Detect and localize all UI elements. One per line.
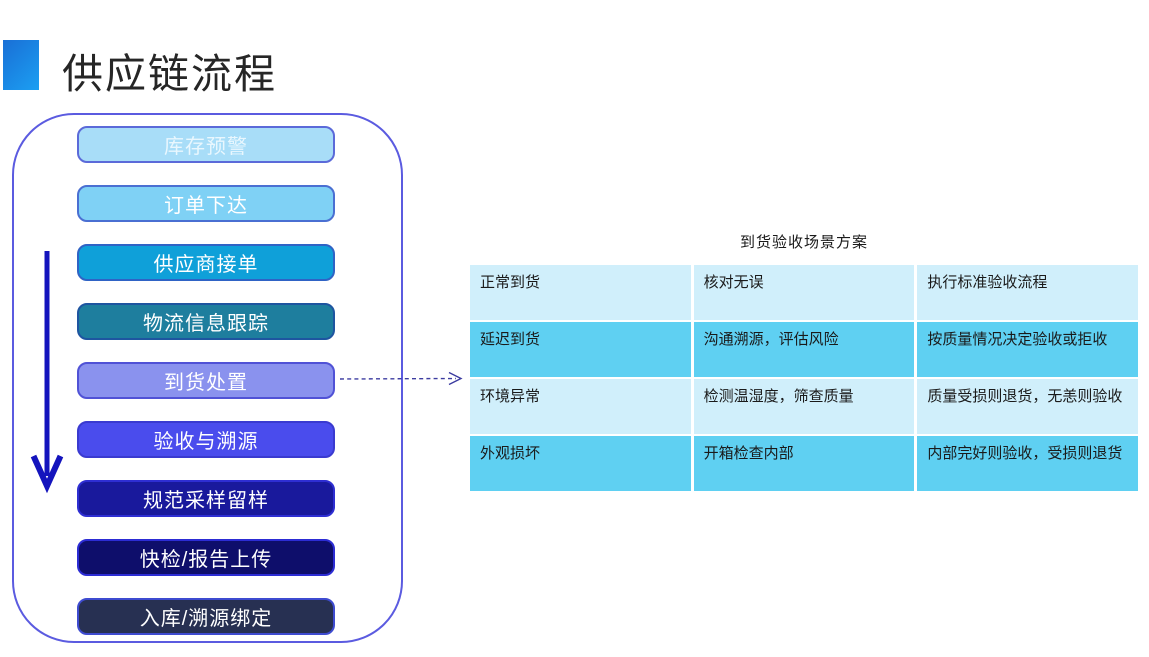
flow-step-label: 快检/报告上传 bbox=[139, 549, 273, 571]
table-cell: 按质量情况决定验收或拒收 bbox=[917, 322, 1138, 377]
table-title: 到货验收场景方案 bbox=[739, 234, 868, 251]
table-row: 环境异常 检测温湿度，筛查质量 质量受损则退货，无恙则验收 bbox=[470, 379, 1138, 434]
flow-step-label: 入库/溯源绑定 bbox=[139, 608, 273, 630]
table-cell: 外观损坏 bbox=[470, 436, 691, 491]
table-cell: 执行标准验收流程 bbox=[917, 265, 1138, 320]
table-cell: 检测温湿度，筛查质量 bbox=[693, 379, 915, 434]
flow-step-rapid-test-upload: 快检/报告上传 bbox=[77, 539, 335, 576]
flow-step-order-placement: 订单下达 bbox=[77, 185, 335, 222]
table-row: 延迟到货 沟通溯源，评估风险 按质量情况决定验收或拒收 bbox=[470, 322, 1138, 377]
page-title: 供应链流程 bbox=[62, 51, 277, 97]
table-cell: 环境异常 bbox=[470, 379, 691, 434]
flow-step-arrival-handling: 到货处置 bbox=[77, 362, 335, 399]
title-accent-square bbox=[3, 40, 39, 90]
scenario-table: 正常到货 核对无误 执行标准验收流程 延迟到货 沟通溯源，评估风险 按质量情况决… bbox=[470, 265, 1138, 491]
flow-step-label: 物流信息跟踪 bbox=[143, 313, 269, 335]
table-row: 正常到货 核对无误 执行标准验收流程 bbox=[470, 265, 1138, 320]
table-cell: 质量受损则退货，无恙则验收 bbox=[917, 379, 1138, 434]
flow-step-label: 供应商接单 bbox=[153, 254, 259, 276]
flow-step-warehouse-binding: 入库/溯源绑定 bbox=[77, 598, 335, 635]
flow-step-supplier-accept: 供应商接单 bbox=[77, 244, 335, 281]
table-cell: 沟通溯源，评估风险 bbox=[693, 322, 915, 377]
flow-step-label: 订单下达 bbox=[164, 195, 248, 217]
flow-step-inventory-alert: 库存预警 bbox=[77, 126, 335, 163]
table-row: 外观损坏 开箱检查内部 内部完好则验收，受损则退货 bbox=[470, 436, 1138, 491]
flow-step-label: 验收与溯源 bbox=[153, 431, 259, 453]
table-cell: 内部完好则验收，受损则退货 bbox=[917, 436, 1138, 491]
table-cell: 延迟到货 bbox=[470, 322, 691, 377]
table-cell: 核对无误 bbox=[693, 265, 915, 320]
flow-step-label: 库存预警 bbox=[164, 136, 248, 158]
flow-step-sampling-retention: 规范采样留样 bbox=[77, 480, 335, 517]
flow-step-acceptance-trace: 验收与溯源 bbox=[77, 421, 335, 458]
flow-step-logistics-tracking: 物流信息跟踪 bbox=[77, 303, 335, 340]
flow-step-label: 到货处置 bbox=[164, 372, 248, 394]
flow-step-label: 规范采样留样 bbox=[143, 490, 269, 512]
table-cell: 正常到货 bbox=[470, 265, 691, 320]
table-cell: 开箱检查内部 bbox=[693, 436, 915, 491]
flow-steps: 库存预警 订单下达 供应商接单 物流信息跟踪 到货处置 验收与溯源 规范采样留样… bbox=[77, 126, 335, 635]
